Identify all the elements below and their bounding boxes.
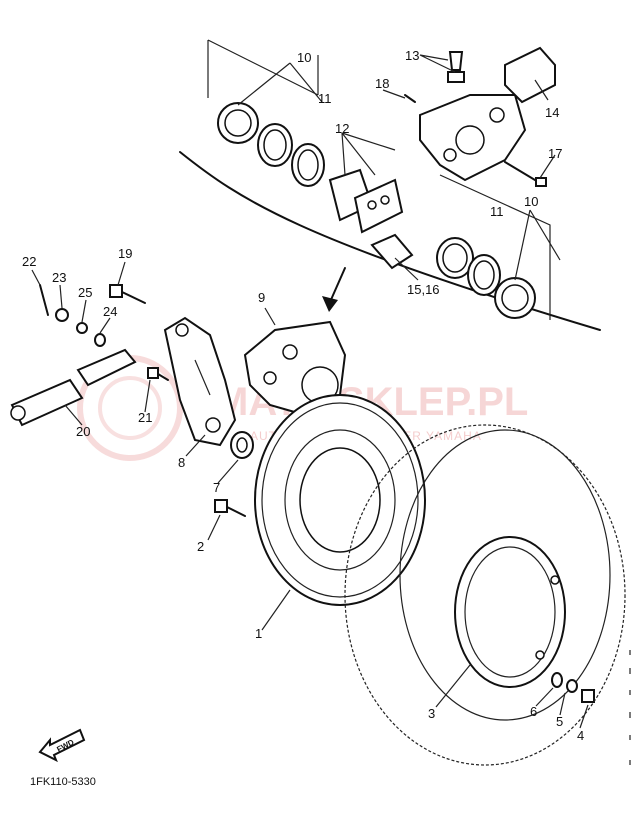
callout-15-16: 15,16 <box>407 282 440 297</box>
callout-17: 17 <box>548 146 562 161</box>
assembly-arrow <box>322 267 346 312</box>
forward-arrow-icon: FWD <box>38 728 86 763</box>
small-fasteners <box>39 284 106 347</box>
bushing <box>230 431 254 459</box>
pad-spring <box>370 233 414 270</box>
callout-5: 5 <box>556 714 563 729</box>
callout-13: 13 <box>405 48 419 63</box>
callout-12: 12 <box>335 121 349 136</box>
torque-rod <box>10 348 137 427</box>
washers <box>551 672 578 693</box>
callout-labels: 1 2 3 4 5 6 7 8 9 10 10 11 11 12 13 14 1… <box>22 48 584 743</box>
drawing-code: 1FK110-5330 <box>30 776 96 788</box>
callout-22: 22 <box>22 254 36 269</box>
callout-9: 9 <box>258 290 265 305</box>
callout-4: 4 <box>577 728 584 743</box>
piston-set-lower <box>436 237 536 319</box>
brake-pads <box>328 168 404 234</box>
callout-18: 18 <box>375 76 389 91</box>
callout-7: 7 <box>213 480 220 495</box>
wheel-hub <box>344 424 626 766</box>
callout-10-lower: 10 <box>524 194 538 209</box>
retaining-pin <box>404 94 416 103</box>
callout-20: 20 <box>76 424 90 439</box>
callout-11-lower: 11 <box>490 204 504 219</box>
piston-set-upper <box>217 102 325 187</box>
callout-11-upper: 11 <box>318 91 332 106</box>
caliper-bracket <box>163 316 237 447</box>
callout-24: 24 <box>103 304 117 319</box>
callout-23: 23 <box>52 270 66 285</box>
caliper-housing-upper <box>419 94 527 182</box>
caliper-bolt <box>504 161 547 187</box>
callout-14: 14 <box>545 105 559 120</box>
callout-6: 6 <box>530 704 537 719</box>
caliper-cap <box>504 46 556 104</box>
brake-disc <box>254 394 426 606</box>
leader-lines <box>31 54 589 729</box>
callout-3: 3 <box>428 706 435 721</box>
callout-8: 8 <box>178 455 185 470</box>
callout-21: 21 <box>138 410 152 425</box>
callout-25: 25 <box>78 285 92 300</box>
callout-1: 1 <box>255 626 262 641</box>
bolts <box>109 284 595 703</box>
bleed-screw <box>447 51 465 83</box>
exploded-group-outline <box>179 39 601 331</box>
callout-2: 2 <box>197 539 204 554</box>
callout-10-upper: 10 <box>297 50 311 65</box>
callout-19: 19 <box>118 246 132 261</box>
